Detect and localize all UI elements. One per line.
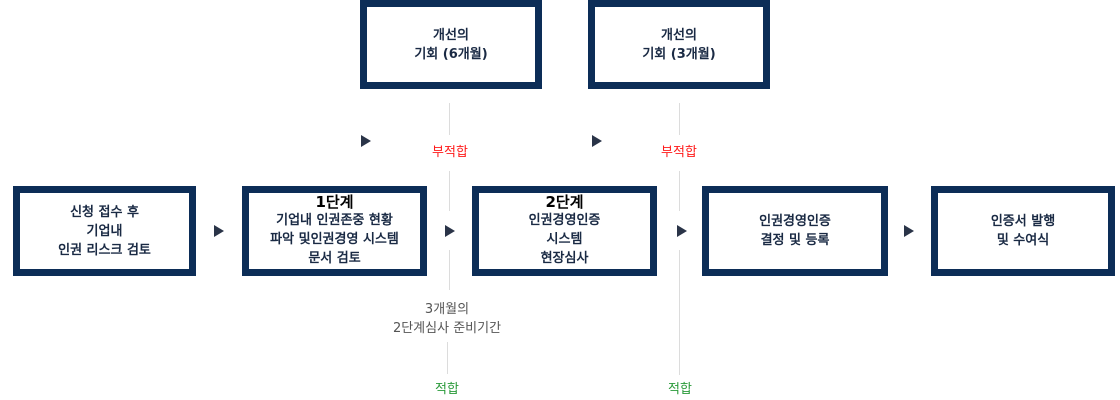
prep-line: 3개월의 — [424, 302, 470, 317]
prep-period-label: 3개월의 2단계심사 준비기간 — [393, 300, 501, 338]
connector-line — [449, 171, 450, 211]
box-line: 인권 리스크 검토 — [58, 242, 151, 258]
connector-line — [679, 103, 680, 135]
arrow-right-icon — [592, 135, 602, 147]
connector-line — [449, 250, 450, 290]
box-line: 개선의 — [661, 27, 697, 43]
step-certificate-box: 인증서 발행 및 수여식 — [931, 186, 1115, 276]
box-line: 인권경영인증 — [759, 214, 831, 229]
step-application-box: 신청 접수 후 기업내 인권 리스크 검토 — [13, 186, 196, 276]
improvement-opportunity-3m-box: 개선의 기회 (3개월) — [588, 0, 770, 89]
step-1-box: 1단계 기업내 인권존중 현황 파악 및인권경영 시스템 문서 검토 — [242, 186, 427, 276]
connector-line — [449, 103, 450, 135]
pass-label: 적합 — [435, 382, 459, 397]
connector-line — [679, 250, 680, 375]
fail-label: 부적합 — [661, 145, 697, 160]
box-line: 신청 접수 후 — [70, 204, 139, 220]
box-line: 결정 및 등록 — [760, 233, 830, 248]
step-2-box: 2단계 인권경영인증 시스템 현장심사 — [472, 186, 657, 276]
prep-line: 2단계심사 준비기간 — [392, 321, 502, 336]
arrow-right-icon — [904, 225, 914, 237]
box-line: 인권경영인증 — [528, 213, 601, 228]
connector-line — [679, 171, 680, 211]
box-line: 및 수여식 — [996, 233, 1050, 248]
connector-line — [447, 342, 448, 374]
arrow-right-icon — [677, 225, 687, 237]
pass-label: 적합 — [668, 382, 692, 397]
arrow-right-icon — [445, 225, 455, 237]
box-line: 기회 (6개월) — [414, 46, 488, 62]
box-line: 현장심사 — [540, 251, 589, 266]
box-line: 인증서 발행 — [990, 214, 1056, 229]
improvement-opportunity-6m-box: 개선의 기회 (6개월) — [360, 0, 542, 89]
box-line: 문서 검토 — [308, 251, 361, 266]
box-line: 개선의 — [433, 27, 469, 43]
step-decision-box: 인권경영인증 결정 및 등록 — [702, 186, 888, 276]
step-title: 1단계 — [315, 193, 354, 211]
fail-label: 부적합 — [432, 145, 468, 160]
step-title: 2단계 — [545, 193, 584, 211]
box-line: 기업내 인권존중 현황 — [276, 213, 393, 228]
box-line: 기업내 — [86, 223, 123, 239]
box-line: 파악 및인권경영 시스템 — [270, 232, 399, 247]
box-line: 시스템 — [546, 232, 583, 247]
arrow-right-icon — [361, 135, 371, 147]
arrow-right-icon — [214, 225, 224, 237]
box-line: 기회 (3개월) — [642, 46, 716, 62]
